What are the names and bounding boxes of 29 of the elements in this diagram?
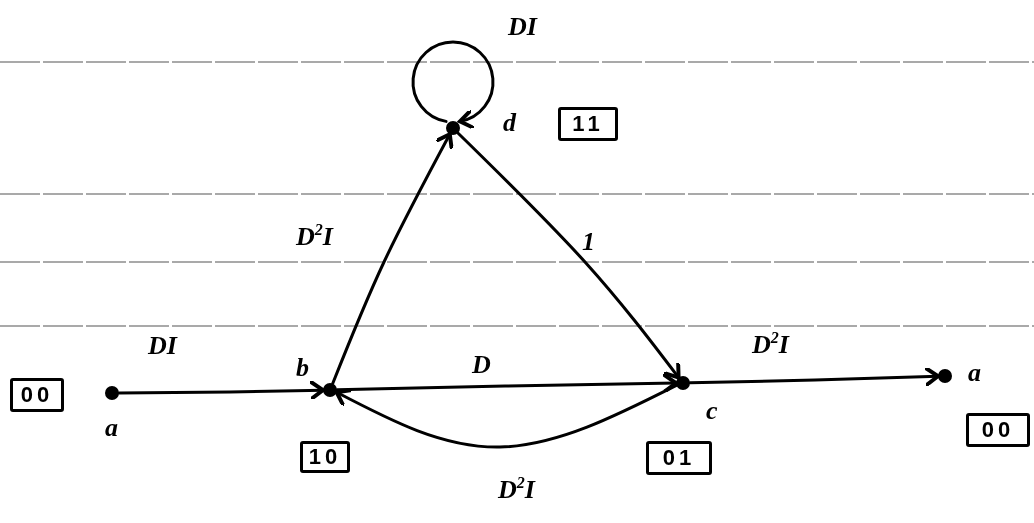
node-label: a <box>105 415 118 441</box>
node-dot <box>446 121 460 135</box>
state-code-box: 01 <box>646 441 712 475</box>
state-code-box: 00 <box>10 378 64 412</box>
edge-label: DI <box>508 14 537 40</box>
node-label: d <box>503 110 516 136</box>
node-label: b <box>296 355 309 381</box>
arrow <box>334 383 678 449</box>
edge-label: D$^{2}$I <box>296 222 333 250</box>
edge-label: D$^{2}$I <box>498 475 535 503</box>
edge-label: DI <box>148 333 177 359</box>
edge-label: D$^{2}$I <box>752 330 789 358</box>
state-code-box: 11 <box>558 107 618 141</box>
edge-label: 1 <box>582 229 595 255</box>
arrow <box>456 131 681 380</box>
arrow <box>688 365 940 388</box>
node-label: c <box>706 398 718 424</box>
node-dot <box>105 386 119 400</box>
node-dot <box>323 383 337 397</box>
node-dot <box>938 369 952 383</box>
arrow <box>335 372 678 395</box>
node-label: a <box>968 360 981 386</box>
node-dot <box>676 376 690 390</box>
arrow <box>117 379 325 402</box>
arrow <box>411 40 495 130</box>
state-code-box: 00 <box>966 413 1030 447</box>
edge-label: D <box>472 352 491 378</box>
state-code-box: 10 <box>300 441 350 473</box>
arrow <box>331 132 454 386</box>
